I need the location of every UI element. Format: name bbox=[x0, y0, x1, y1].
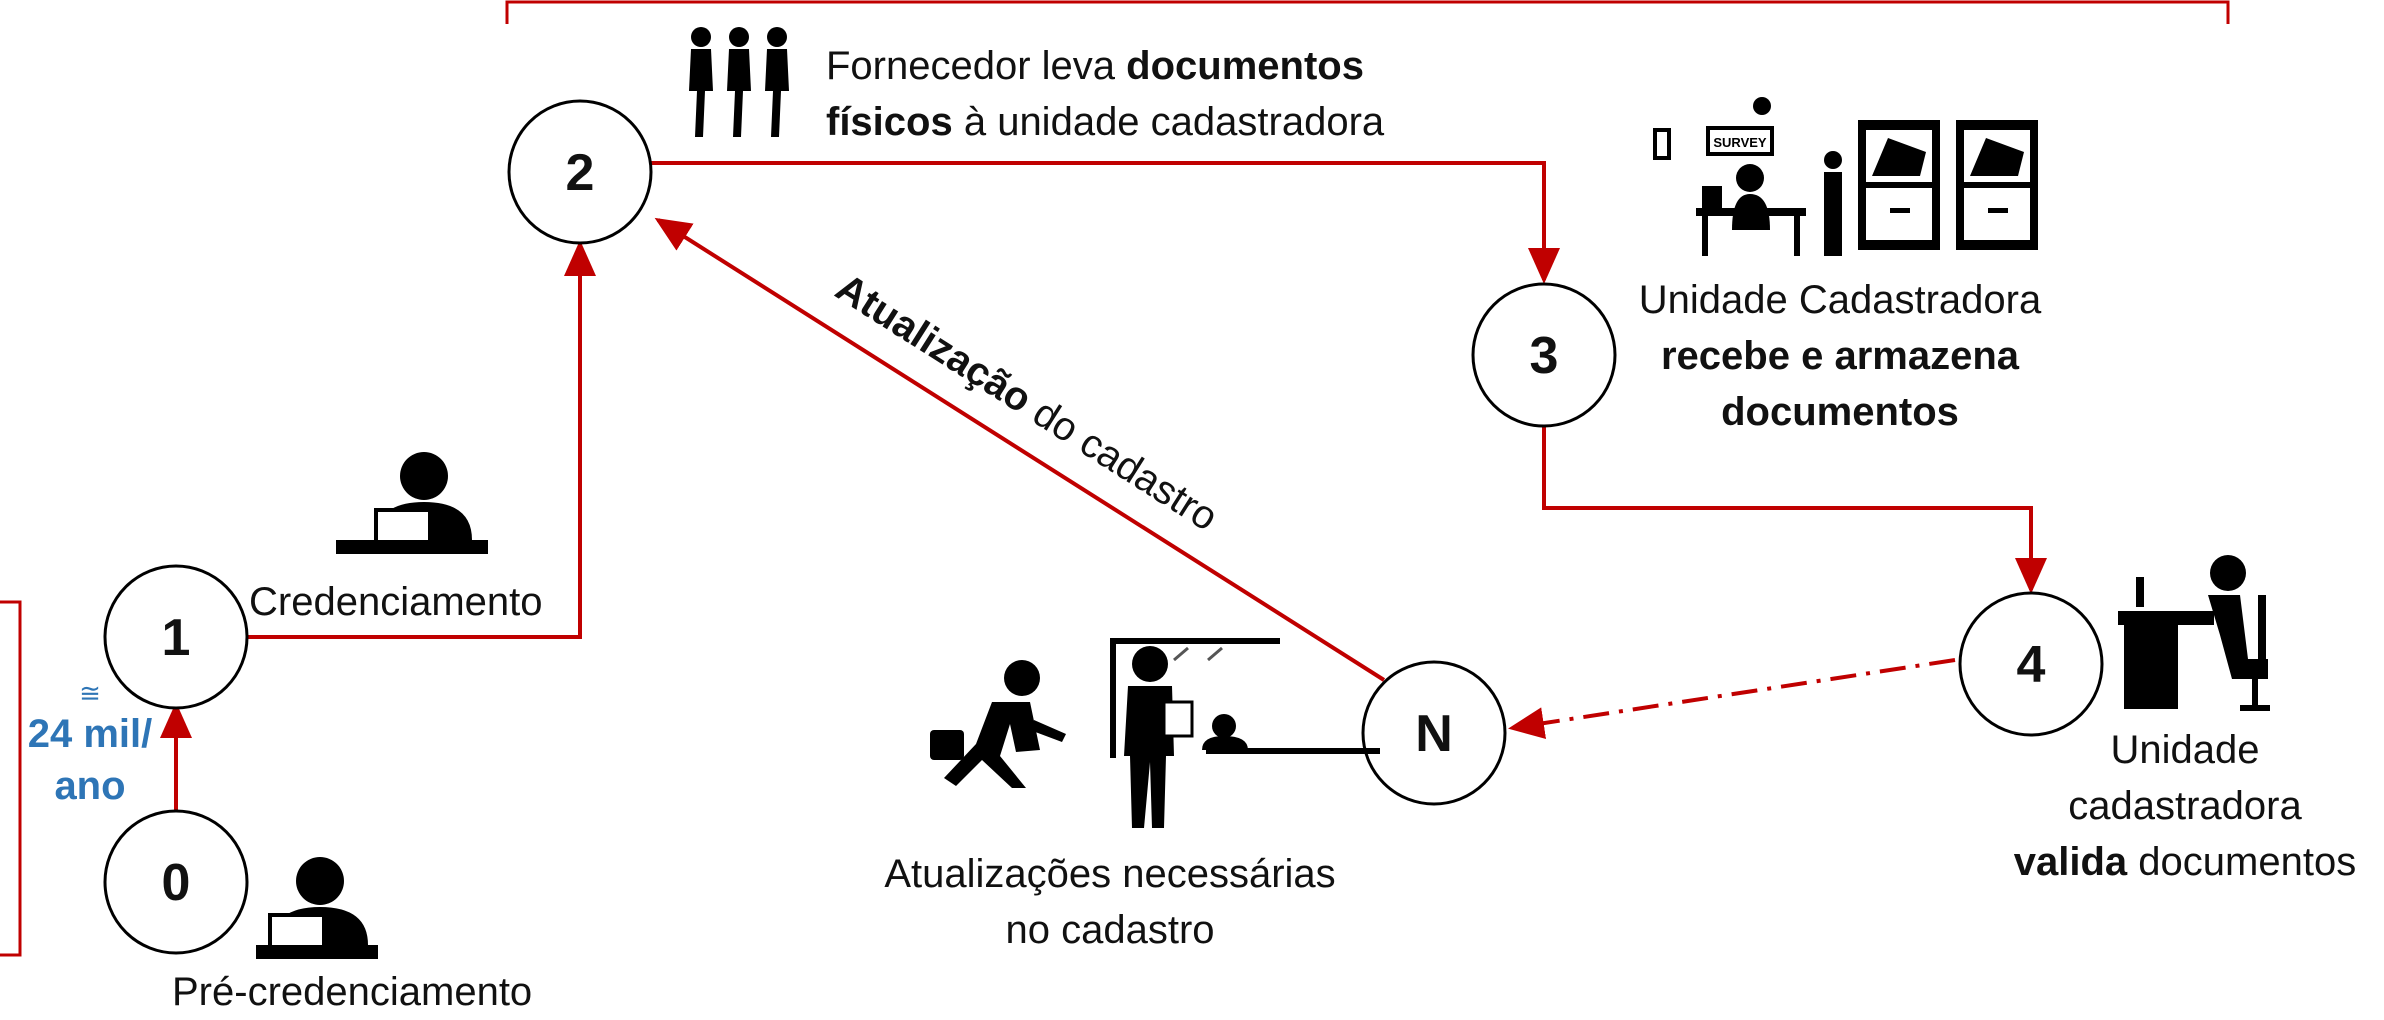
person-at-laptop-icon bbox=[256, 857, 378, 959]
svg-text:0: 0 bbox=[162, 854, 191, 912]
volume-line2: ano bbox=[54, 764, 126, 808]
approx-symbol: ≅ bbox=[79, 678, 101, 708]
top-bracket bbox=[505, 0, 2230, 24]
node-1: 1 bbox=[103, 564, 249, 710]
step2-description: Fornecedor leva documentos físicos à uni… bbox=[826, 44, 1385, 144]
edge-N-to-2 bbox=[654, 217, 1386, 682]
left-bracket bbox=[0, 600, 22, 957]
node-4: 4 bbox=[1958, 591, 2104, 737]
edge-4-to-N bbox=[1508, 658, 1956, 739]
stepN-description: Atualizações necessárias no cadastro bbox=[884, 852, 1336, 952]
svg-text:N: N bbox=[1415, 705, 1453, 763]
node-2: 2 bbox=[507, 99, 653, 245]
svg-text:3: 3 bbox=[1530, 327, 1559, 385]
svg-text:SURVEY: SURVEY bbox=[1713, 135, 1767, 150]
credenciamento-label: Credenciamento bbox=[249, 580, 543, 624]
edge-1-to-2 bbox=[246, 240, 596, 639]
svg-text:1: 1 bbox=[162, 609, 191, 667]
svg-text:4: 4 bbox=[2017, 636, 2046, 694]
node-3: 3 bbox=[1471, 282, 1617, 428]
person-at-desk-computer-icon bbox=[2118, 555, 2270, 711]
node-N: N bbox=[1361, 660, 1507, 806]
service-counter-icon bbox=[1110, 638, 1380, 828]
pre-credenciamento-label: Pré-credenciamento bbox=[172, 970, 533, 1014]
step3-description: Unidade Cadastradora recebe e armazena d… bbox=[1638, 278, 2042, 434]
edge-2-to-3 bbox=[651, 161, 1560, 284]
edge-3-to-4 bbox=[1542, 425, 2047, 594]
svg-text:2: 2 bbox=[566, 144, 595, 202]
office-survey-filing-icon: SURVEY bbox=[1653, 97, 2038, 256]
person-at-laptop-icon bbox=[336, 452, 488, 554]
volume-annotation: ≅ 24 mil/ ano bbox=[0, 678, 180, 812]
walking-people-icon bbox=[689, 27, 789, 137]
volume-line1: 24 mil/ bbox=[27, 712, 153, 756]
running-businessman-icon bbox=[930, 660, 1066, 788]
update-edge-label: Atualização do cadastro bbox=[828, 265, 1225, 539]
node-0: 0 bbox=[103, 809, 249, 955]
step4-description: Unidade cadastradora valida documentos bbox=[2013, 728, 2357, 884]
